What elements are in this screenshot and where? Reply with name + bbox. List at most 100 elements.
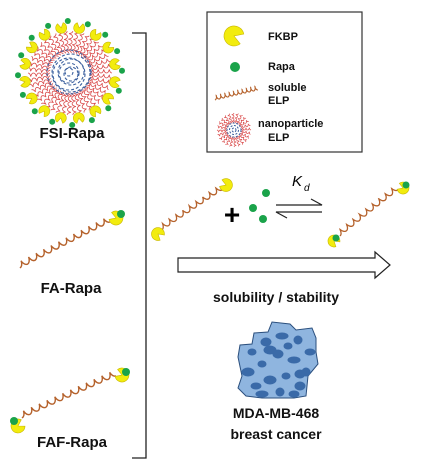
core-ring xyxy=(52,57,86,91)
elp-strand xyxy=(78,90,92,111)
elp-strand xyxy=(237,135,244,145)
elp-coil xyxy=(19,218,111,269)
elp-strand xyxy=(240,129,251,135)
fkbp-icon xyxy=(25,92,38,105)
cell-nucleus xyxy=(260,337,272,347)
core-ring xyxy=(229,125,239,135)
fkbp-icon xyxy=(89,105,102,118)
elp-strand xyxy=(238,117,247,126)
rapa-dot xyxy=(49,118,56,125)
rapa-dot xyxy=(332,234,340,242)
rapa-dot xyxy=(102,31,109,38)
rapa-dot xyxy=(105,105,112,112)
elp-strand xyxy=(236,115,243,125)
elp-strand xyxy=(27,72,51,77)
cell-nuclei xyxy=(241,332,316,398)
elp-strand xyxy=(28,66,51,74)
elp-strand xyxy=(50,90,63,111)
cell-nucleus xyxy=(304,348,316,356)
core-ring xyxy=(58,62,80,84)
elp-strand xyxy=(225,135,232,145)
fkbp-icon xyxy=(102,41,115,54)
rapa-dot xyxy=(88,117,95,124)
fkbp-icon xyxy=(73,112,85,124)
elp-strand xyxy=(224,115,231,125)
core-ring xyxy=(231,127,237,133)
fsi-rapa-label: FSI-Rapa xyxy=(39,125,105,142)
process-arrow xyxy=(177,250,391,280)
faf-rapa-construct xyxy=(10,367,130,434)
elp-coil xyxy=(161,186,223,231)
nanoparticle-core-icon xyxy=(226,122,242,138)
fa-rapa-construct xyxy=(19,210,125,269)
rapa-dot xyxy=(402,181,410,189)
fkbp-icon xyxy=(55,112,67,124)
fkbp-icon xyxy=(109,76,121,88)
elp-strand xyxy=(83,86,100,104)
rapa-dot xyxy=(122,368,130,376)
elp-coil xyxy=(21,371,117,419)
core-ring xyxy=(226,122,242,138)
rapa-dot xyxy=(19,91,26,98)
elp-strand xyxy=(76,91,87,113)
fkbp-surface-markers xyxy=(15,18,125,128)
cell-nucleus xyxy=(275,387,285,397)
core-ring xyxy=(63,66,79,82)
elp-strand xyxy=(239,132,249,139)
fkbp-icon xyxy=(109,58,121,70)
elp-strand xyxy=(221,134,230,143)
legend-fkbp-label: FKBP xyxy=(268,31,298,43)
elp-strand xyxy=(37,85,56,101)
elp-strand xyxy=(61,92,70,115)
elp-strand xyxy=(89,69,113,74)
rapa-dot xyxy=(115,87,122,94)
cell-nucleus xyxy=(263,375,277,385)
elp-strand xyxy=(227,113,233,124)
rapa-dot xyxy=(119,67,125,74)
cell-nucleus xyxy=(294,381,306,391)
fkbp-icon xyxy=(102,92,114,105)
rapa-dot xyxy=(84,21,91,28)
rapa-dot xyxy=(69,122,76,128)
cell-nucleus xyxy=(287,356,301,364)
elp-strand xyxy=(89,63,112,71)
kd-symbol: K xyxy=(292,173,303,190)
rapa-dot xyxy=(259,215,267,223)
breast-cancer-cell-icon xyxy=(237,321,319,399)
cell-line-label: MDA-MB-468 xyxy=(233,405,320,421)
elp-strand xyxy=(88,53,109,66)
fkbp-icon xyxy=(219,178,233,192)
elp-strand xyxy=(221,117,230,126)
elp-strand xyxy=(84,45,103,61)
core-ring xyxy=(51,53,91,93)
cell-nucleus xyxy=(255,390,269,398)
process-label: solubility / stability xyxy=(213,289,339,305)
legend-rapa-label: Rapa xyxy=(268,61,296,73)
elp-strand xyxy=(63,31,70,54)
elp-strand xyxy=(89,58,111,68)
rapa-dot xyxy=(262,189,270,197)
elp-strand xyxy=(58,31,67,54)
cell-nucleus xyxy=(247,348,257,356)
elp-strand xyxy=(88,78,109,91)
elp-strand xyxy=(217,131,228,137)
rapa-dot xyxy=(28,34,35,41)
fkbp-icon xyxy=(151,227,165,241)
rapa-dot xyxy=(10,417,18,425)
reverse-arrow xyxy=(275,211,322,219)
elp-strand xyxy=(89,72,112,80)
elp-strand xyxy=(40,42,57,60)
cell-nucleus xyxy=(293,335,303,345)
elp-strand xyxy=(86,49,106,63)
elp-strand xyxy=(219,121,229,128)
elp-strand xyxy=(29,78,51,88)
fkbp-icon xyxy=(89,29,102,41)
fkbp-icon xyxy=(55,22,67,34)
nanoparticle-core xyxy=(46,49,92,95)
core-ring xyxy=(64,67,74,77)
elp-strand xyxy=(66,92,73,116)
elp-coil-icon xyxy=(214,85,259,101)
fkbp-icon xyxy=(223,25,245,47)
elp-strand xyxy=(34,83,54,97)
